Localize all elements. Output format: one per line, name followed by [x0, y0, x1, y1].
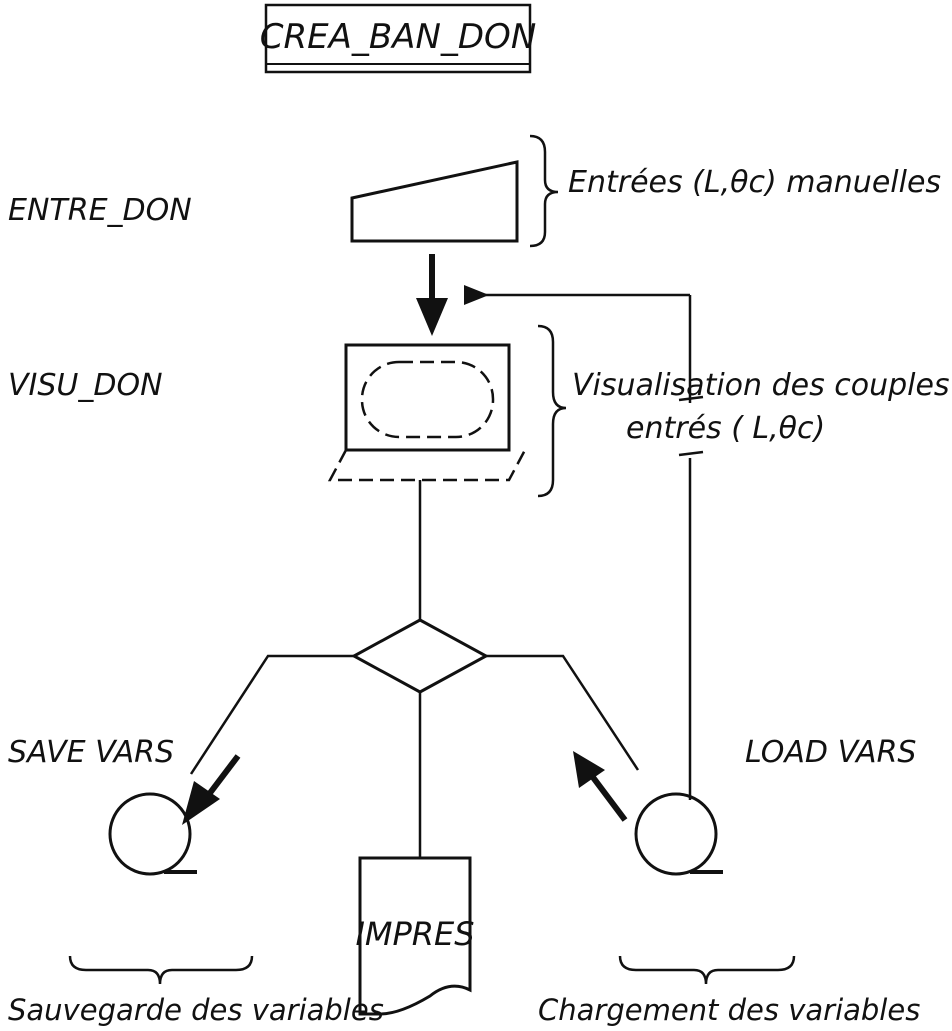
visu-don-label: VISU_DON	[8, 368, 163, 403]
manual-input-shape	[350, 160, 519, 243]
terminal-icon	[327, 343, 527, 482]
visu-annotation-line2: entrés ( L,θc)	[626, 411, 825, 446]
branch-load	[486, 654, 640, 771]
impres-label: IMPRES	[355, 915, 474, 953]
load-vars-label: LOAD VARS	[745, 735, 916, 770]
arrow-entre-to-visu	[416, 254, 448, 336]
load-tape-icon	[634, 792, 723, 876]
save-vars-label: SAVE VARS	[8, 735, 174, 770]
decision-diamond	[350, 618, 490, 694]
brace-entries	[529, 134, 559, 248]
print-document-icon: IMPRES	[355, 856, 475, 1016]
brace-save	[68, 955, 254, 985]
entre-don-label: ENTRE_DON	[8, 193, 192, 228]
brace-visualisation	[537, 324, 567, 498]
title-label: CREA_BAN_DON	[260, 17, 537, 57]
brace-load	[618, 955, 796, 985]
load-feedback-line	[464, 285, 704, 800]
title-box: CREA_BAN_DON	[260, 3, 537, 74]
branch-save	[189, 654, 354, 775]
save-description: Sauvegarde des variables	[8, 993, 384, 1027]
visu-annotation-line1: Visualisation des couples	[572, 368, 950, 403]
entries-manual-annotation: Entrées (L,θc) manuelles	[568, 165, 941, 200]
arrow-load	[573, 751, 628, 822]
arrow-save	[182, 754, 241, 825]
load-description: Chargement des variables	[538, 993, 920, 1027]
save-tape-icon	[108, 792, 197, 876]
